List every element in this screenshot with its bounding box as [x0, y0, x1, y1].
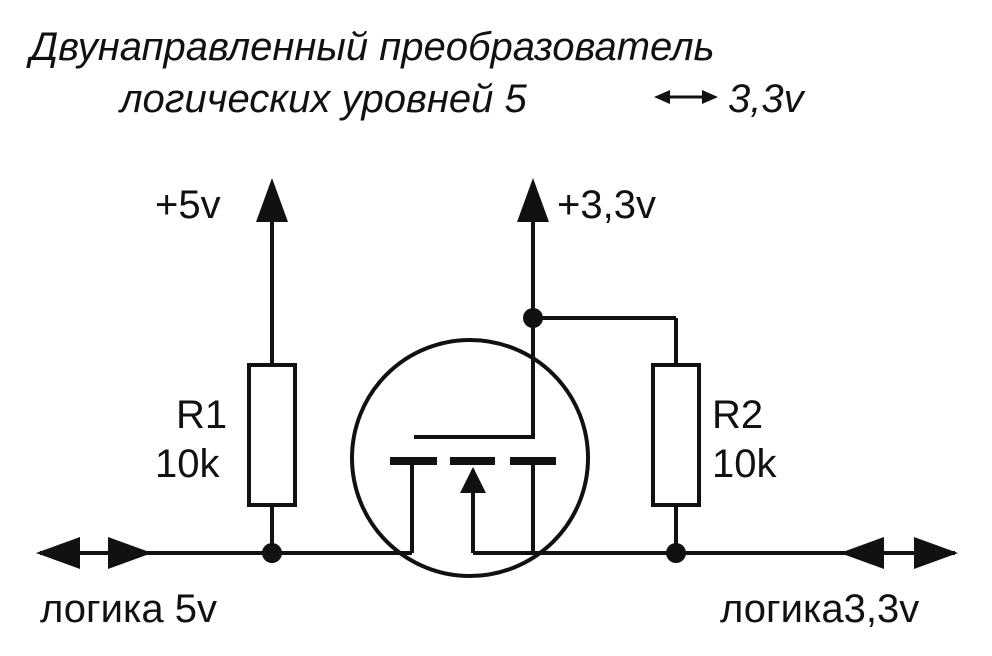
terminal-arrow-left-icon: [36, 537, 152, 569]
bidirectional-arrow-icon: [654, 90, 718, 104]
resistor-r2: [651, 363, 701, 507]
diagram-title-voltage: 3,3v: [728, 77, 806, 121]
terminal-label-3v3: логика3,3v: [720, 587, 919, 631]
supply-arrow-3v3-icon: [517, 178, 549, 222]
resistor-r2-value: 10k: [712, 442, 777, 486]
diagram-title-line1: Двунаправленный преобразователь: [26, 25, 715, 69]
diagram-title-line2: логических уровней 5: [118, 77, 528, 121]
supply-arrow-5v-icon: [256, 178, 288, 222]
terminal-arrow-right-icon: [840, 537, 958, 569]
mosfet-body-diode-arrow-icon: [460, 467, 486, 493]
junction-dot-top: [523, 308, 543, 328]
junction-dot-right: [666, 543, 686, 563]
resistor-r2-name: R2: [712, 393, 763, 437]
junction-dot-left: [262, 543, 282, 563]
mosfet-body-circle: [350, 338, 590, 578]
supply-label-5v: +5v: [155, 183, 221, 227]
mosfet-transistor: [350, 338, 590, 578]
terminal-label-5v: логика 5v: [40, 587, 217, 631]
resistor-r1: [247, 363, 297, 507]
supply-label-3v3: +3,3v: [557, 183, 656, 227]
resistor-r1-name: R1: [176, 393, 227, 437]
resistor-r1-value: 10k: [155, 442, 220, 486]
